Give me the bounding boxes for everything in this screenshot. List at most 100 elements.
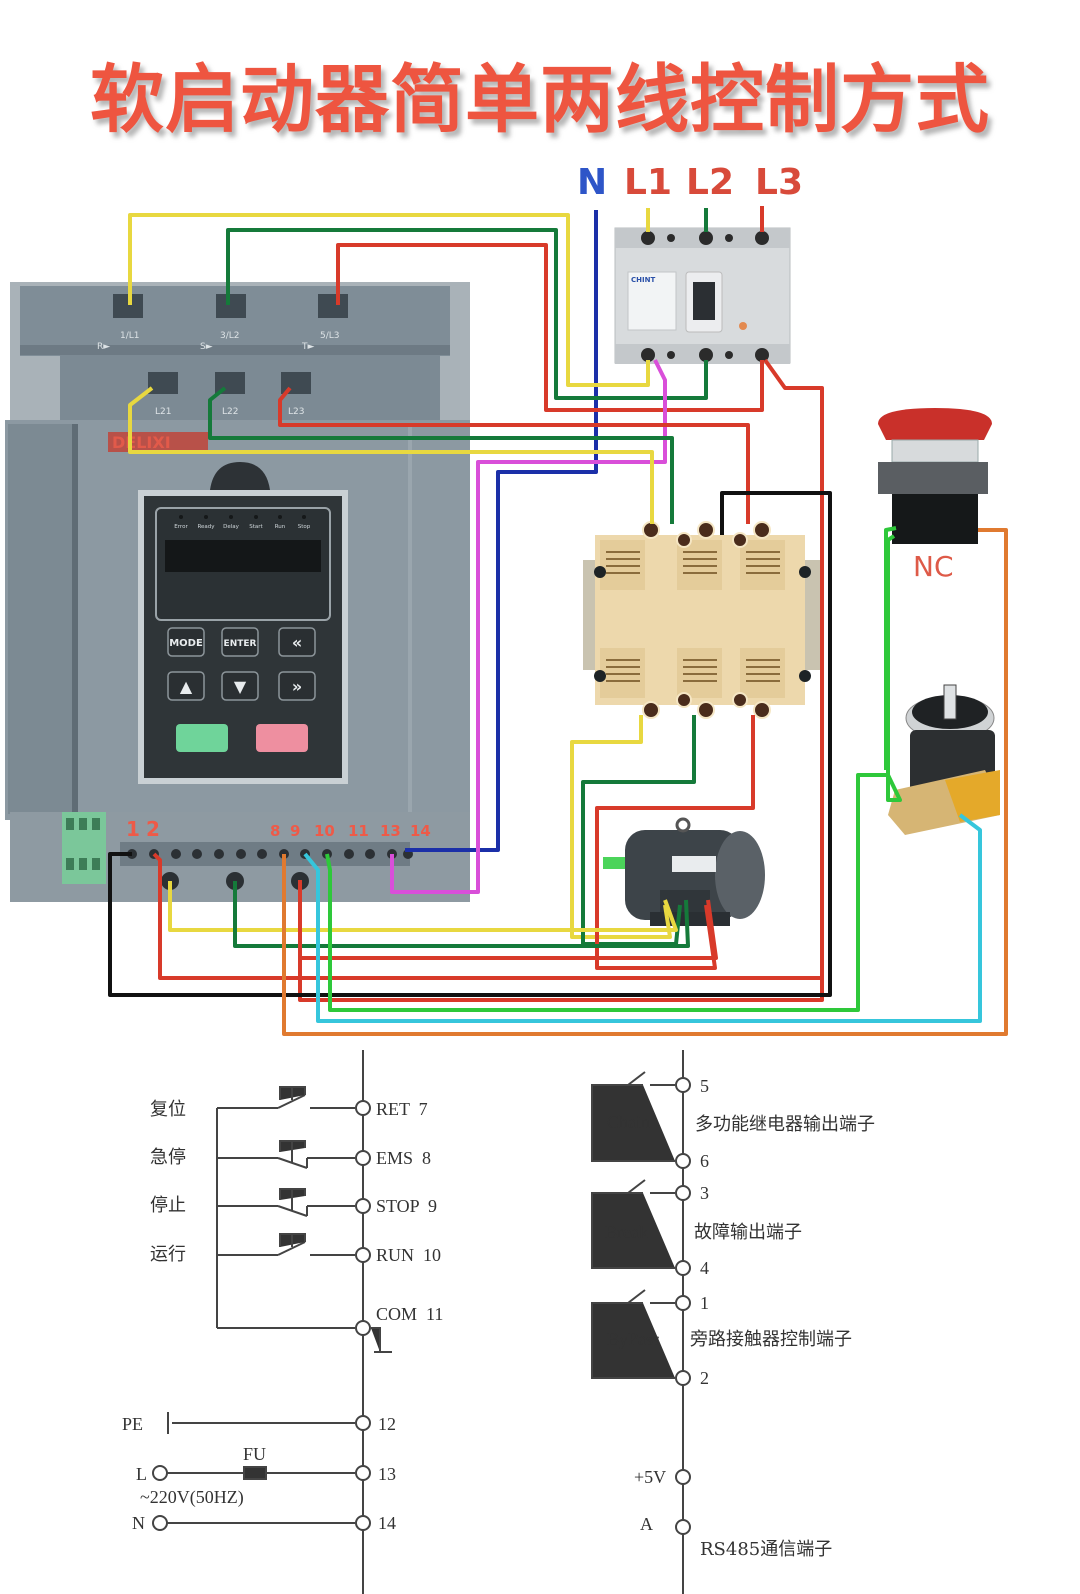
motor (603, 817, 765, 926)
relay-top-terminal: 5 (700, 1076, 709, 1096)
lcd-screen (165, 540, 321, 572)
terminal-number: 13 (380, 822, 401, 840)
wire-green-es (884, 526, 897, 770)
led-label: Run (275, 524, 286, 530)
terminal-number: 9 (290, 822, 300, 840)
rs485-desc: RS485通信端子 (700, 1539, 832, 1560)
input-name: 急停 (150, 1147, 186, 1168)
input-terminal-label: 3/L2 (220, 331, 240, 341)
relay-bottom-terminal: 2 (700, 1368, 709, 1388)
relay-name: Chain (607, 1112, 650, 1132)
wire-magenta (390, 359, 667, 894)
input-name: 停止 (150, 1195, 186, 1216)
schematic-outputs (591, 1050, 691, 1594)
terminal-number: 2 (146, 817, 160, 841)
relay-top-terminal: 3 (700, 1183, 709, 1203)
run-key[interactable] (176, 724, 228, 752)
wire-l2-motor (581, 715, 696, 946)
emergency-stop-button[interactable]: NC (878, 408, 992, 583)
rs485-5v-label: +5V (634, 1467, 666, 1487)
led-label: Start (249, 524, 263, 530)
wire-l3-bypass (278, 386, 750, 524)
diagram-title: 软启动器简单两线控制方式 (90, 57, 990, 143)
input-terminal-label: 5/L3 (320, 331, 340, 341)
schematic-output-labels: 5 Chain 多功能继电器输出端子 6 3 Break 故障输出端子 4 1 … (605, 1076, 875, 1560)
led-label: Error (174, 524, 188, 530)
enter-key[interactable] (221, 627, 259, 657)
stop-key[interactable] (256, 724, 308, 752)
relay-desc: 多功能继电器输出端子 (695, 1114, 875, 1135)
fuse-label: FU (243, 1444, 266, 1464)
input-socket-2 (216, 294, 246, 318)
relay-bottom-terminal: 4 (700, 1258, 709, 1278)
supply-label-l1: L1 (624, 162, 672, 203)
l-label: L (136, 1464, 147, 1484)
wires (108, 206, 1008, 1036)
wire-l2-bypass (208, 386, 674, 524)
circuit-breaker: CHINT (614, 227, 791, 364)
phase-mark: R► (97, 342, 110, 352)
terminal-label: STOP 9 (376, 1196, 437, 1216)
input-name: 复位 (150, 1099, 186, 1120)
enter-key-label: ENTER (224, 639, 257, 649)
terminal-number: 11 (348, 822, 369, 840)
led-label: Ready (197, 524, 215, 530)
supply-label-n: N (577, 162, 607, 203)
nc-label: NC (913, 550, 954, 583)
supply-voltage: ~220V(50HZ) (140, 1487, 244, 1508)
right-key-label: » (292, 677, 302, 696)
pe-label: PE (122, 1414, 143, 1434)
input-name: 运行 (150, 1244, 186, 1265)
contactor (583, 521, 820, 719)
terminal-14: 14 (378, 1513, 396, 1533)
terminal-label: RET 7 (376, 1099, 428, 1119)
terminal-number: 14 (410, 822, 431, 840)
output-terminal-label: L22 (222, 407, 238, 417)
relay-desc: 故障输出端子 (694, 1222, 802, 1243)
led-label: Stop (298, 524, 311, 530)
input-terminal-label: 1/L1 (120, 331, 140, 341)
wire-l1-ss-motor (168, 881, 678, 932)
relay-desc: 旁路接触器控制端子 (690, 1329, 852, 1350)
rs485-a-label: A (640, 1514, 653, 1534)
wire-l3-input (336, 243, 764, 412)
supply-label-l3: L3 (755, 162, 803, 203)
wire-l2-ss-motor (233, 881, 690, 948)
soft-starter: 1/L1 3/L2 5/L3 R► S► T► L21 L22 L23 DELI… (5, 282, 470, 902)
input-socket-3 (318, 294, 348, 318)
relay-name: Break (605, 1222, 648, 1242)
breaker-toggle[interactable] (693, 282, 715, 320)
wire-l3-ss-motor (298, 881, 718, 960)
n-label: N (132, 1513, 145, 1533)
phase-mark: S► (200, 342, 213, 352)
wire-l2-input (226, 228, 708, 400)
terminal-number: 8 (270, 822, 280, 840)
output-terminal-label: L23 (288, 407, 304, 417)
schematic-control-labels: 复位 急停 停止 运行 RET 7 EMS 8 STOP 9 RUN 10 CO… (122, 1099, 443, 1533)
down-key[interactable] (221, 671, 259, 701)
breaker-brand: CHINT (631, 276, 655, 284)
led-label: Delay (223, 524, 240, 530)
output-terminal-label: L21 (155, 407, 171, 417)
mode-key-label: MODE (169, 638, 203, 649)
wire-l3-terminal2 (152, 852, 822, 980)
down-key-label: ▼ (234, 677, 247, 696)
brand-logo: DELIXI (112, 433, 171, 452)
terminal-number: 10 (314, 822, 335, 840)
left-key-label: « (292, 633, 302, 652)
selector-switch[interactable] (888, 684, 1000, 835)
right-key[interactable] (278, 671, 316, 701)
left-key[interactable] (278, 627, 316, 657)
terminal-12: 12 (378, 1414, 396, 1434)
schematic-control (152, 1050, 392, 1594)
relay-name: ByPass (607, 1329, 660, 1349)
up-key-label: ▲ (180, 677, 193, 696)
terminal-13: 13 (378, 1464, 396, 1484)
wire-cyan (303, 813, 982, 1023)
up-key[interactable] (167, 671, 205, 701)
relay-bottom-terminal: 6 (700, 1151, 709, 1171)
mode-key[interactable] (167, 627, 205, 657)
terminal-number: 1 (126, 817, 140, 841)
terminal-label: EMS 8 (376, 1148, 431, 1168)
